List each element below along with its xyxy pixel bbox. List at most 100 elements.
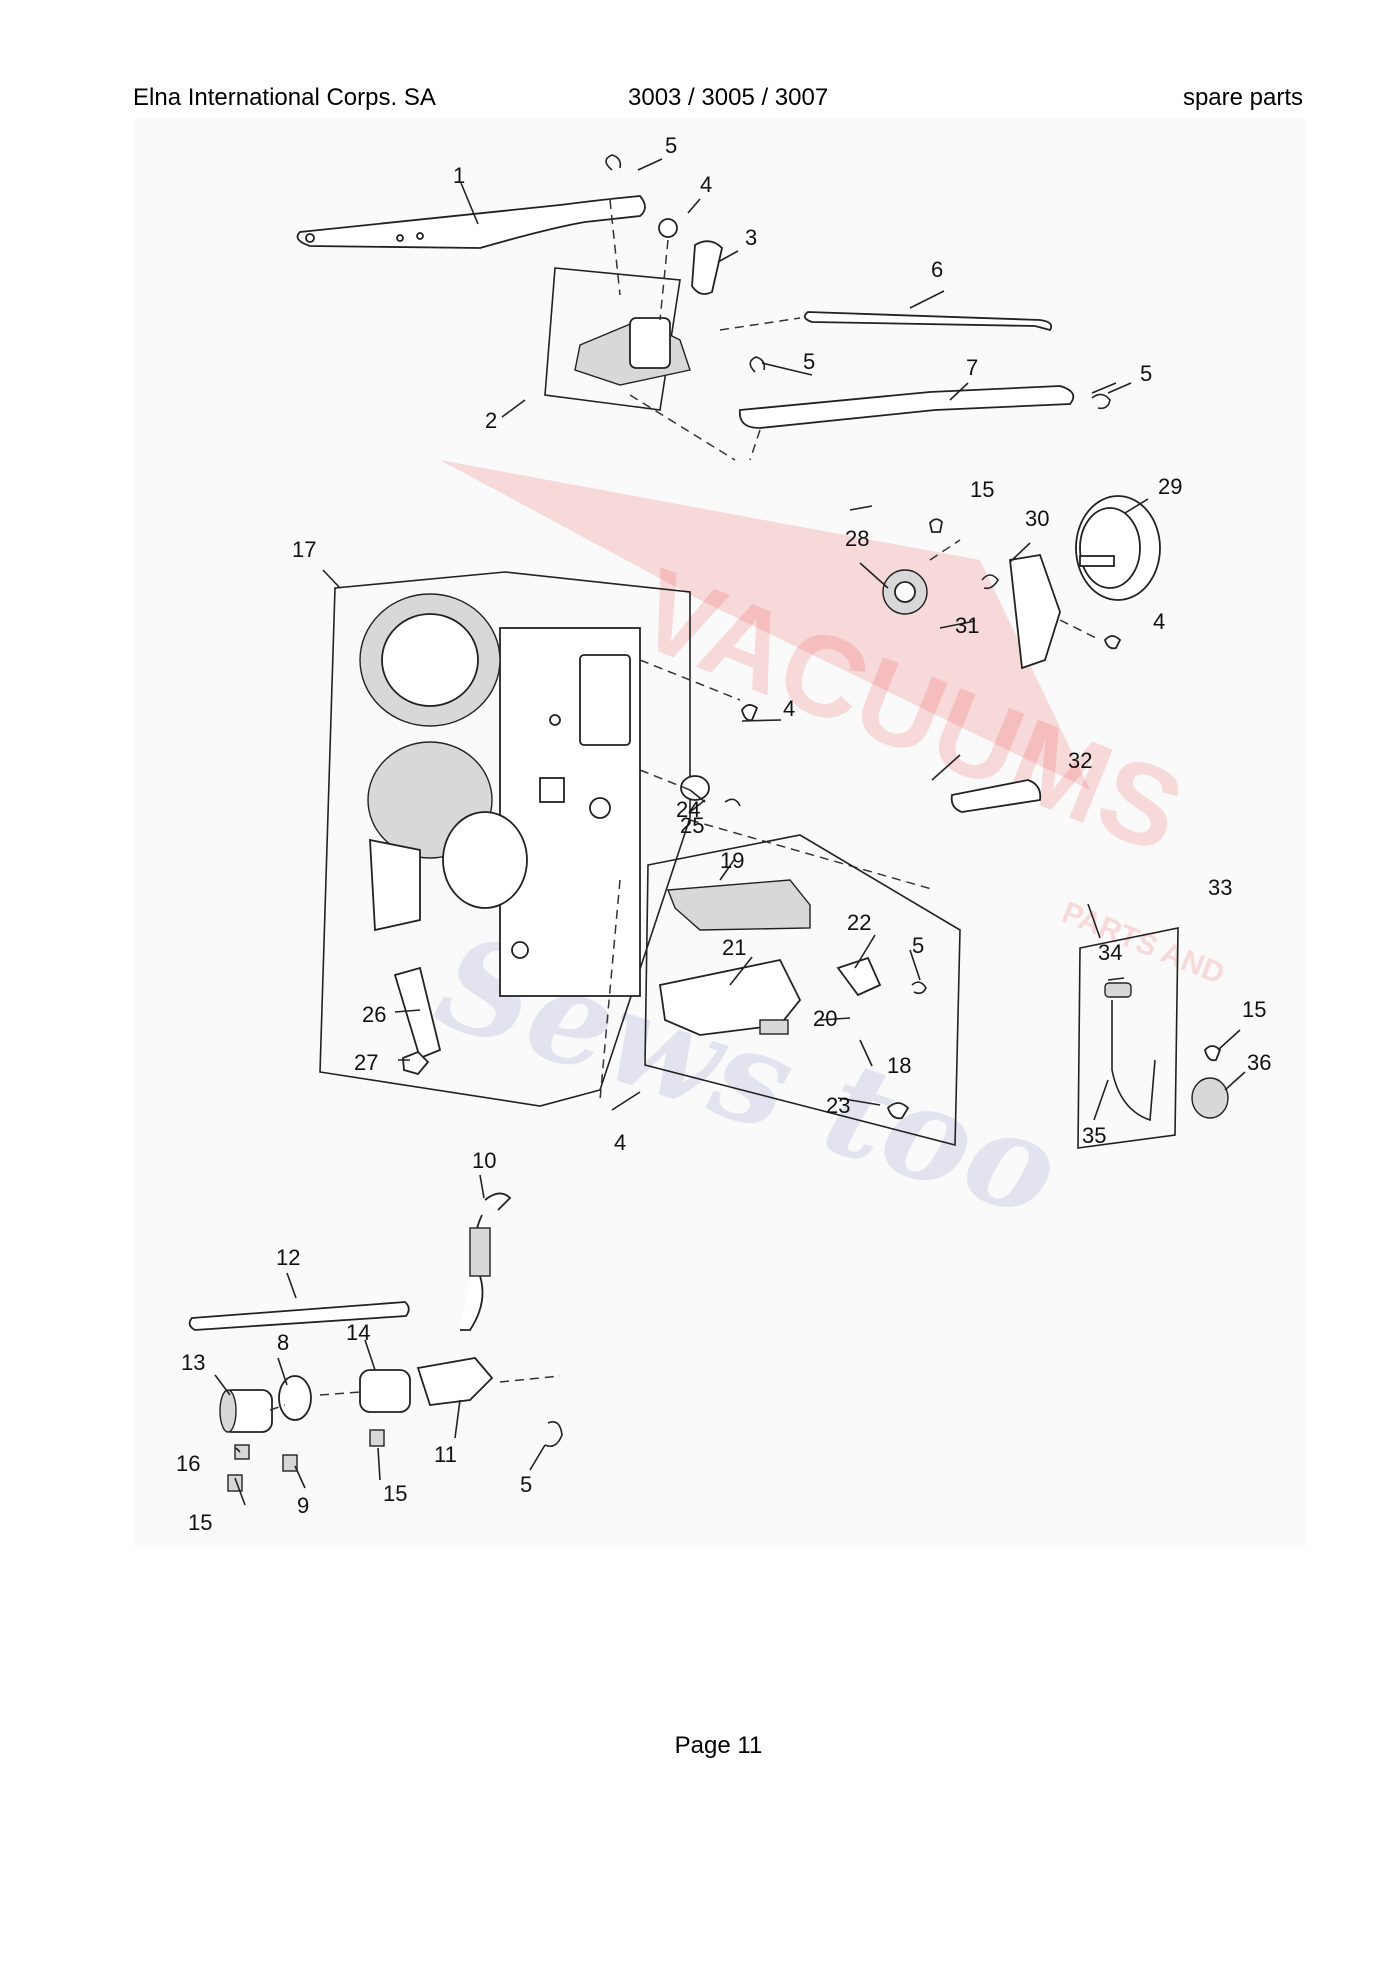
callout-18: 18 [887, 1053, 911, 1078]
callout-5-bottom: 5 [520, 1472, 532, 1497]
part-35-wire [1111, 1000, 1156, 1122]
part-28-gear-hub [894, 581, 916, 603]
callout-15-bottom-mid: 15 [383, 1481, 407, 1506]
callout-15-bottom-left: 15 [188, 1510, 212, 1535]
page-number: Page 11 [674, 1732, 763, 1759]
leader-paths [214, 158, 1246, 1506]
callout-5-top: 5 [665, 133, 677, 158]
part-15-screw-bottom-left [227, 1474, 243, 1492]
part-2-frame [544, 267, 681, 411]
callouts: 1 2 3 4 5 6 7 5 5 15 29 30 28 31 4 17 4 … [176, 133, 1271, 1535]
part-20-spring [759, 1019, 789, 1035]
part-17-slot [539, 777, 565, 803]
part-17-gear-low [442, 811, 528, 909]
callout-21: 21 [722, 935, 746, 960]
part-17-post [589, 797, 611, 819]
leader-lines [214, 158, 1246, 1506]
part-1-hole-3 [416, 232, 424, 240]
callout-16: 16 [176, 1451, 200, 1476]
part-7-bar [738, 385, 1075, 429]
bottom-dash-lines [269, 1375, 561, 1411]
part-27-nut [402, 1050, 430, 1076]
part-26-bracket [393, 966, 442, 1060]
part-3-crank [691, 240, 723, 295]
header-section: spare parts [1182, 84, 1303, 111]
callout-28: 28 [845, 526, 869, 551]
callout-25: 25 [680, 813, 704, 838]
sub-assembly-18 [644, 834, 961, 1147]
part-19-guide [667, 879, 811, 931]
part-22-bracket [836, 956, 882, 997]
part-15-screw-33 [1204, 1045, 1222, 1062]
callout-20: 20 [813, 1006, 837, 1031]
assembly-33 [1077, 927, 1229, 1149]
right-assembly [882, 495, 1161, 813]
callout-15-right: 15 [970, 477, 994, 502]
part-17-block [579, 654, 631, 746]
callout-4-bottom: 4 [614, 1130, 626, 1155]
callout-19: 19 [720, 848, 744, 873]
part-4-screw-right [1103, 635, 1122, 650]
part-29-knob-face [1079, 507, 1141, 589]
part-30-bracket [1009, 553, 1061, 670]
part-17-hole-1 [511, 941, 529, 959]
part-34-spring [1104, 982, 1132, 998]
part-29-shaft [1079, 555, 1115, 567]
callout-32: 32 [1068, 748, 1092, 773]
part-5-clip-mid [749, 356, 766, 373]
header-company: Elna International Corps. SA [133, 84, 436, 111]
part-36-bushing [1191, 1077, 1229, 1119]
callout-30: 30 [1025, 506, 1049, 531]
part-4-screw-top [658, 218, 678, 238]
part-23-screw [886, 1102, 910, 1120]
header-models: 3003 / 3005 / 3007 [628, 84, 829, 111]
watermark-arrow [440, 460, 1090, 790]
main-dash-lines [599, 659, 936, 1101]
callout-1: 1 [453, 163, 465, 188]
callout-11: 11 [434, 1442, 457, 1467]
part-1-hole [305, 233, 315, 243]
part-8-washer [278, 1375, 312, 1421]
callout-4-mid: 4 [783, 696, 795, 721]
callout-12: 12 [276, 1245, 300, 1270]
part-15-screw-right [929, 518, 943, 533]
bottom-assembly [188, 1192, 563, 1492]
part-17-gear-top-inner [381, 613, 479, 707]
callout-29: 29 [1158, 474, 1182, 499]
part-31-clip [981, 574, 999, 590]
right-dash-lines [929, 539, 1101, 641]
callout-23: 23 [826, 1093, 850, 1118]
callout-5-mid: 5 [803, 349, 815, 374]
callout-35: 35 [1082, 1123, 1106, 1148]
part-16-screw [234, 1444, 250, 1460]
callout-10: 10 [472, 1148, 496, 1173]
part-1-hole-2 [396, 234, 404, 242]
top-assembly [296, 154, 1111, 461]
part-2-cam [629, 317, 671, 369]
callout-7: 7 [966, 355, 978, 380]
callout-5-right: 5 [1140, 361, 1152, 386]
part-5-clip-bottom [544, 1421, 563, 1448]
callout-6: 6 [931, 257, 943, 282]
callout-26: 26 [362, 1002, 386, 1027]
part-25-clip [724, 798, 741, 807]
callout-36: 36 [1247, 1050, 1271, 1075]
callout-9: 9 [297, 1493, 309, 1518]
part-5-clip-right [1091, 393, 1111, 410]
part-15-screw-bottom-mid [369, 1429, 385, 1447]
part-13-face [219, 1389, 237, 1433]
part-14-collar [359, 1369, 411, 1413]
part-24-roller [680, 775, 710, 801]
part-17-arm [369, 838, 421, 932]
callout-8: 8 [277, 1330, 289, 1355]
callout-4-top: 4 [700, 172, 712, 197]
callout-22: 22 [847, 910, 871, 935]
callout-2: 2 [485, 408, 497, 433]
callout-3: 3 [745, 225, 757, 250]
callout-17: 17 [292, 537, 316, 562]
part-33-frame [1077, 927, 1179, 1149]
part-18-frame [644, 834, 961, 1147]
callout-27: 27 [354, 1050, 378, 1075]
callout-15-33: 15 [1242, 997, 1266, 1022]
